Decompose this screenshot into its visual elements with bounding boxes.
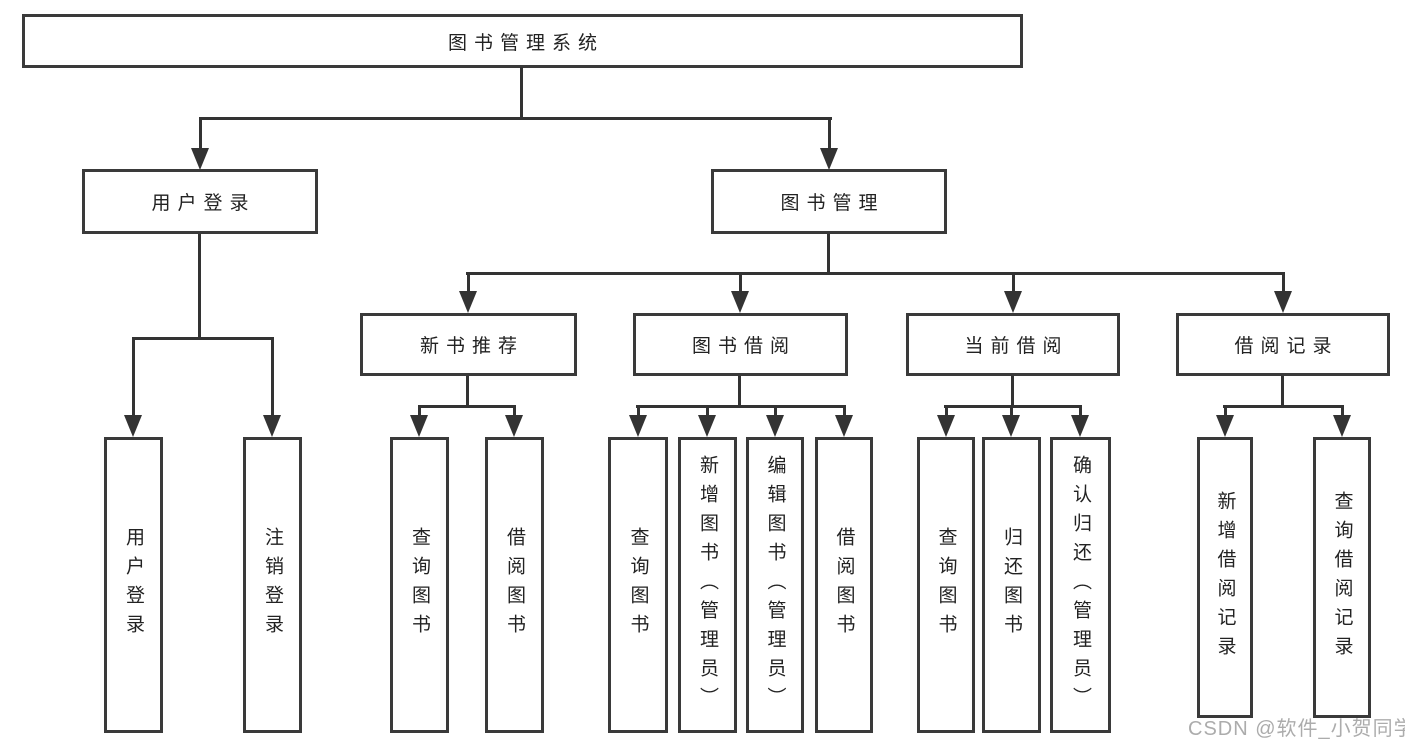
connector-current-split [944,405,1082,408]
connector-book-management-stub [827,234,830,272]
arrow-to-user-login [191,117,209,170]
node-new-book-recommend: 新书推荐 [360,313,577,376]
arrow-down-icon [1274,291,1292,313]
arrow-leaf [1002,405,1020,437]
arrow-down-icon [698,415,716,437]
leaf-query-books-current: 查询图书 [917,437,975,733]
connector-root-stub [520,67,523,117]
arrow-leaf [937,405,955,437]
arrow-to-current-borrow [1004,272,1022,313]
arrow-down-icon [191,148,209,170]
node-book-borrow: 图书借阅 [633,313,848,376]
arrow-to-new-book-recommend [459,272,477,313]
arrow-to-leaf-logout [263,337,281,437]
connector-records-split [1223,405,1344,408]
connector-user-login-stub [198,234,201,337]
node-user-login: 用户登录 [82,169,318,234]
node-library-management-system: 图书管理系统 [22,14,1023,68]
arrow-down-icon [820,148,838,170]
arrow-down-icon [766,415,784,437]
arrow-leaf [505,405,523,437]
arrow-leaf [1071,405,1089,437]
arrow-down-icon [459,291,477,313]
arrow-down-icon [1071,415,1089,437]
arrow-down-icon [410,415,428,437]
arrow-down-icon [731,291,749,313]
arrow-leaf [629,405,647,437]
leaf-logout: 注销登录 [243,437,302,733]
arrow-leaf [410,405,428,437]
leaf-add-books-admin: 新增图书（管理员） [678,437,737,733]
arrow-down-icon [629,415,647,437]
watermark: CSDN @软件_小贺同学 [1188,718,1405,740]
arrow-down-icon [1333,415,1351,437]
leaf-add-borrow-record: 新增借阅记录 [1197,437,1253,718]
leaf-borrow-books-recommend: 借阅图书 [485,437,544,733]
arrow-down-icon [1002,415,1020,437]
connector-recommend-split [418,405,516,408]
leaf-return-books: 归还图书 [982,437,1041,733]
arrow-to-book-borrow [731,272,749,313]
connector-user-login-split [132,337,274,340]
node-book-management: 图书管理 [711,169,947,234]
leaf-confirm-return-admin: 确认归还（管理员） [1050,437,1111,733]
arrow-leaf [835,405,853,437]
leaf-query-books-borrow: 查询图书 [608,437,668,733]
arrow-down-icon [835,415,853,437]
arrow-leaf [698,405,716,437]
arrow-down-icon [263,415,281,437]
connector-root-split [199,117,832,120]
arrow-leaf [1216,405,1234,437]
leaf-user-login: 用户登录 [104,437,163,733]
arrow-down-icon [505,415,523,437]
arrow-down-icon [937,415,955,437]
leaf-query-books-recommend: 查询图书 [390,437,449,733]
node-borrow-records: 借阅记录 [1176,313,1390,376]
arrow-down-icon [1004,291,1022,313]
arrow-leaf [1333,405,1351,437]
arrow-to-leaf-user-login [124,337,142,437]
arrow-to-book-management [820,117,838,170]
leaf-edit-books-admin: 编辑图书（管理员） [746,437,804,733]
leaf-query-borrow-record: 查询借阅记录 [1313,437,1371,718]
arrow-to-borrow-records [1274,272,1292,313]
connector-records-stub [1281,376,1284,405]
connector-recommend-stub [466,376,469,405]
node-current-borrow: 当前借阅 [906,313,1120,376]
leaf-borrow-books: 借阅图书 [815,437,873,733]
connector-borrow-stub [738,376,741,405]
arrow-leaf [766,405,784,437]
connector-borrow-split [636,405,846,408]
arrow-down-icon [1216,415,1234,437]
arrow-down-icon [124,415,142,437]
connector-level3-split [466,272,1285,275]
connector-current-stub [1011,376,1014,405]
